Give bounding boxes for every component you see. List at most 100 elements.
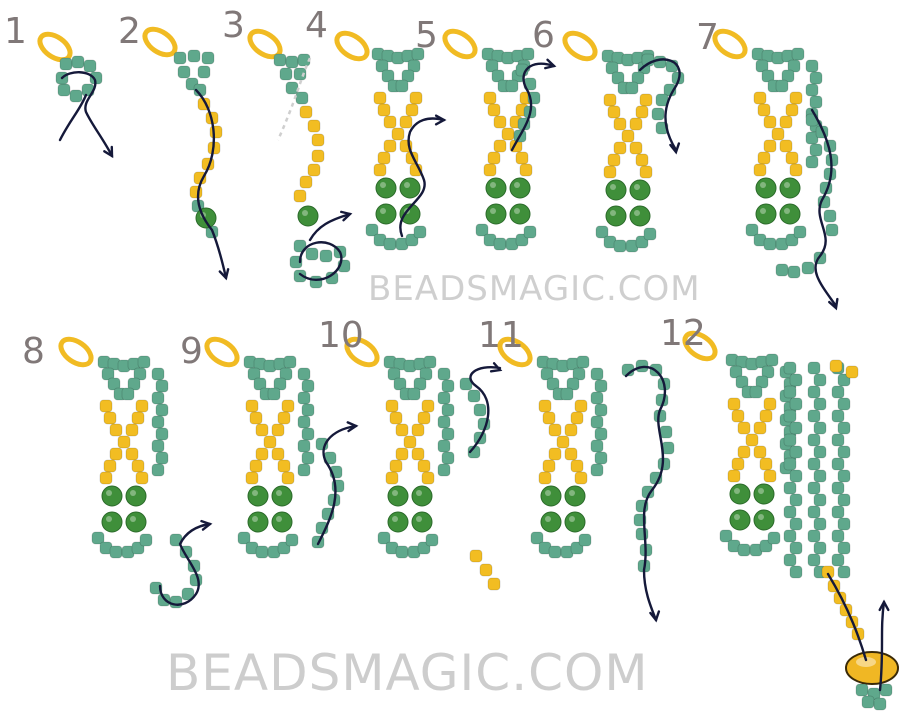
clasp-ring xyxy=(560,28,599,64)
round-bead-green xyxy=(412,512,432,532)
seed-bead-teal xyxy=(806,84,818,96)
seed-bead-yellow xyxy=(790,92,802,104)
seed-bead-teal xyxy=(396,80,408,92)
round-bead-green xyxy=(754,484,774,504)
seed-bead-yellow xyxy=(764,140,776,152)
seed-bead-teal xyxy=(302,428,314,440)
seed-bead-yellow xyxy=(732,458,744,470)
seed-bead-teal xyxy=(832,434,844,446)
round-bead-green xyxy=(730,484,750,504)
seed-bead-teal xyxy=(832,506,844,518)
seed-bead-teal xyxy=(832,458,844,470)
seed-bead-teal xyxy=(286,56,298,68)
seed-bead-yellow xyxy=(488,578,500,590)
step-6 xyxy=(560,28,684,252)
seed-bead-teal xyxy=(838,446,850,458)
seed-bead-teal xyxy=(591,392,603,404)
seed-bead-teal xyxy=(806,60,818,72)
seed-bead-teal xyxy=(280,68,292,80)
seed-bead-yellow xyxy=(390,460,402,472)
seed-bead-teal xyxy=(274,54,286,66)
seed-bead-yellow xyxy=(282,400,294,412)
seed-bead-teal xyxy=(396,546,408,558)
seed-bead-teal xyxy=(814,542,826,554)
seed-bead-yellow xyxy=(136,400,148,412)
round-bead-green xyxy=(756,204,776,224)
seed-bead-yellow xyxy=(272,448,284,460)
seed-bead-yellow xyxy=(614,118,626,130)
seed-bead-teal xyxy=(880,684,892,696)
seed-bead-yellow xyxy=(378,152,390,164)
seed-bead-yellow xyxy=(758,152,770,164)
seed-bead-yellow xyxy=(246,400,258,412)
seed-bead-teal xyxy=(591,440,603,452)
seed-bead-yellow xyxy=(738,446,750,458)
seed-bead-yellow xyxy=(384,116,396,128)
seed-bead-teal xyxy=(874,698,886,710)
watermark-top: BEADSMAGIC.COM xyxy=(368,272,701,306)
seed-bead-teal xyxy=(824,210,836,222)
seed-bead-teal xyxy=(595,452,607,464)
seed-bead-yellow xyxy=(754,92,766,104)
seed-bead-teal xyxy=(810,96,822,108)
seed-bead-teal xyxy=(654,56,666,68)
step-3-label: 3 xyxy=(222,8,245,44)
step-5 xyxy=(440,26,554,250)
round-bead-green xyxy=(756,178,776,198)
seed-bead-teal xyxy=(838,518,850,530)
seed-bead-teal xyxy=(122,388,134,400)
seed-bead-teal xyxy=(766,354,778,366)
seed-bead-yellow xyxy=(543,460,555,472)
seed-bead-teal xyxy=(198,66,210,78)
round-bead-green xyxy=(565,512,585,532)
seed-bead-teal xyxy=(776,264,788,276)
step-7-label: 7 xyxy=(696,20,719,56)
seed-bead-teal xyxy=(424,356,436,368)
seed-bead-yellow xyxy=(754,164,766,176)
seed-bead-yellow xyxy=(516,152,528,164)
seed-bead-teal xyxy=(58,84,70,96)
seed-bead-teal xyxy=(808,386,820,398)
seed-bead-yellow xyxy=(378,104,390,116)
seed-bead-yellow xyxy=(300,176,312,188)
seed-bead-yellow xyxy=(100,400,112,412)
seed-bead-yellow xyxy=(754,422,766,434)
seed-bead-yellow xyxy=(575,400,587,412)
seed-bead-yellow xyxy=(760,458,772,470)
seed-bead-yellow xyxy=(410,92,422,104)
seed-bead-teal xyxy=(660,426,672,438)
seed-bead-teal xyxy=(802,262,814,274)
seed-bead-teal xyxy=(790,374,802,386)
seed-bead-yellow xyxy=(636,154,648,166)
seed-bead-teal xyxy=(790,518,802,530)
seed-bead-yellow xyxy=(571,460,583,472)
seed-bead-teal xyxy=(832,410,844,422)
seed-bead-yellow xyxy=(830,360,842,372)
seed-bead-yellow xyxy=(392,128,404,140)
seed-bead-teal xyxy=(784,506,796,518)
seed-bead-teal xyxy=(614,240,626,252)
round-bead-green xyxy=(376,178,396,198)
seed-bead-yellow xyxy=(543,412,555,424)
seed-bead-teal xyxy=(814,494,826,506)
seed-bead-yellow xyxy=(549,448,561,460)
seed-bead-yellow xyxy=(502,128,514,140)
round-bead-green xyxy=(754,510,774,530)
seed-bead-teal xyxy=(808,554,820,566)
seed-bead-teal xyxy=(784,362,796,374)
seed-bead-yellow xyxy=(422,472,434,484)
seed-bead-teal xyxy=(438,464,450,476)
seed-bead-teal xyxy=(174,52,186,64)
seed-bead-teal xyxy=(784,458,796,470)
seed-bead-teal xyxy=(561,388,573,400)
seed-bead-yellow xyxy=(250,412,262,424)
clasp-bead xyxy=(846,652,898,684)
seed-bead-yellow xyxy=(488,152,500,164)
round-bead-green xyxy=(541,512,561,532)
seed-bead-teal xyxy=(579,534,591,546)
seed-bead-teal xyxy=(838,422,850,434)
seed-bead-teal xyxy=(296,92,308,104)
seed-bead-teal xyxy=(156,428,168,440)
seed-bead-yellow xyxy=(539,400,551,412)
